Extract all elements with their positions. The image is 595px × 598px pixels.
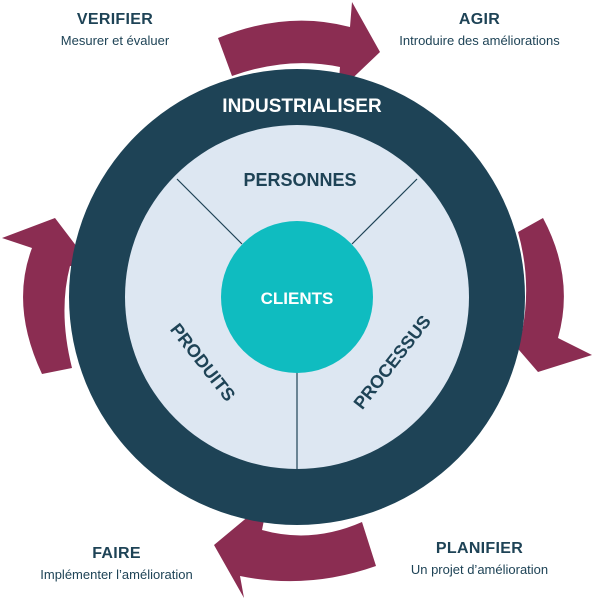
phase-verifier-subtitle: Mesurer et évaluer xyxy=(60,33,170,48)
arrow-right-down xyxy=(500,218,592,372)
arrow-left-up xyxy=(2,218,93,374)
center-circle xyxy=(221,221,373,373)
divider-right xyxy=(351,178,418,245)
ring-label: INDUSTRIALISER xyxy=(222,96,382,117)
phase-agir-title: AGIR xyxy=(458,11,501,28)
phase-faire: FAIRE Implémenter l’amélioration xyxy=(14,545,219,582)
arrow-top-right xyxy=(218,2,380,92)
phase-planifier-subtitle: Un projet d’amélioration xyxy=(410,562,549,577)
center-label: CLIENTS xyxy=(261,289,334,308)
phase-faire-title: FAIRE xyxy=(92,545,141,562)
segment-label-top: PERSONNES xyxy=(243,170,356,190)
phase-planifier-title: PLANIFIER xyxy=(435,540,524,557)
phase-planifier: PLANIFIER Un projet d’amélioration xyxy=(382,540,577,577)
divider-left xyxy=(176,178,243,245)
phase-agir: AGIR Introduire des améliorations xyxy=(372,11,587,48)
phase-verifier: VERIFIER Mesurer et évaluer xyxy=(20,11,210,48)
phase-verifier-title: VERIFIER xyxy=(76,11,154,28)
phase-faire-subtitle: Implémenter l’amélioration xyxy=(40,567,193,582)
arrow-bottom-left xyxy=(214,500,376,598)
segment-dividers xyxy=(176,178,418,469)
phase-agir-subtitle: Introduire des améliorations xyxy=(399,33,560,48)
